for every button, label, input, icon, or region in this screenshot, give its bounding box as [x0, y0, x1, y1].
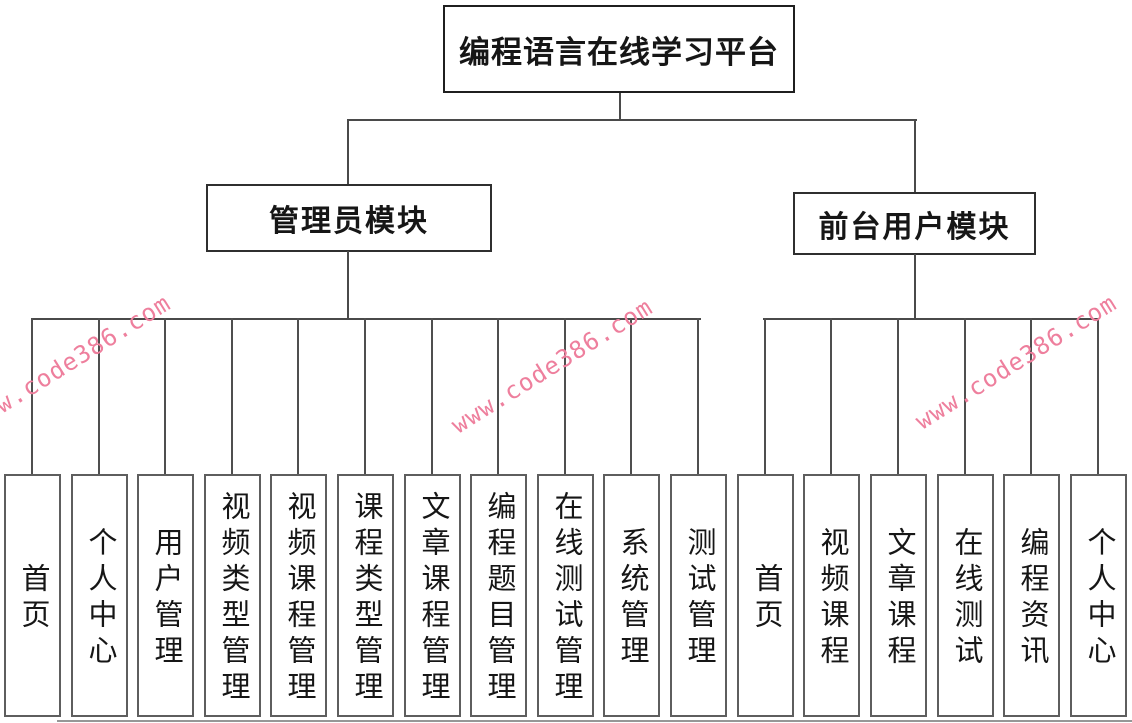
connector-admin-drop	[347, 251, 349, 319]
connector-leaf-drop	[897, 318, 899, 475]
leaf-label: 文章课程管理	[417, 491, 449, 707]
leaf-label: 文章课程	[883, 527, 915, 671]
connector-leaf-drop	[830, 318, 832, 475]
leaf-label: 编程题目管理	[483, 491, 515, 707]
leaf-label: 首页	[17, 563, 49, 635]
connector-leaf-drop	[364, 318, 366, 475]
connector-admin-feed	[347, 119, 349, 185]
admin-module-node: 管理员模块	[206, 184, 492, 252]
leaf-label: 视频课程	[816, 527, 848, 671]
node-user-video-course: 视频课程	[803, 474, 860, 717]
leaf-label: 在线测试管理	[550, 491, 582, 707]
root-node-platform: 编程语言在线学习平台	[443, 5, 795, 93]
leaf-label: 测试管理	[683, 527, 715, 671]
node-admin-test-management: 测试管理	[670, 474, 727, 717]
leaf-label: 个人中心	[84, 527, 116, 671]
connector-leaf-drop	[964, 318, 966, 475]
connector-leaf-drop	[297, 318, 299, 475]
connector-leaf-drop	[697, 318, 699, 475]
watermark-text: www.code386.com	[446, 292, 658, 440]
connector-leaf-drop	[231, 318, 233, 475]
leaf-label: 首页	[750, 563, 782, 635]
connector-leaf-drop	[764, 318, 766, 475]
node-admin-article-course-management: 文章课程管理	[404, 474, 461, 717]
node-user-home: 首页	[737, 474, 794, 717]
connector-leaf-drop	[497, 318, 499, 475]
connector-user-bus	[763, 318, 1099, 320]
user-module-node: 前台用户模块	[793, 192, 1036, 255]
root-node-label: 编程语言在线学习平台	[459, 34, 779, 70]
leaf-label: 在线测试	[950, 527, 982, 671]
node-user-programming-news: 编程资讯	[1003, 474, 1060, 717]
connector-top-horizontal	[347, 119, 917, 121]
node-user-article-course: 文章课程	[870, 474, 927, 717]
leaf-label: 视频类型管理	[217, 491, 249, 707]
connector-leaf-drop	[98, 318, 100, 475]
leaf-label: 编程资讯	[1016, 527, 1048, 671]
leaf-label: 个人中心	[1083, 527, 1115, 671]
connector-root-drop	[619, 93, 621, 121]
user-module-label: 前台用户模块	[818, 210, 1011, 244]
node-user-online-test: 在线测试	[937, 474, 994, 717]
connector-user-drop	[914, 254, 916, 319]
node-admin-personal-center: 个人中心	[71, 474, 128, 717]
leaf-label: 用户管理	[150, 527, 182, 671]
node-admin-system-management: 系统管理	[603, 474, 660, 717]
connector-leaf-drop	[630, 318, 632, 475]
node-user-personal-center: 个人中心	[1070, 474, 1127, 717]
watermark-text: www.code386.com	[910, 288, 1122, 436]
node-admin-video-course-management: 视频课程管理	[270, 474, 327, 717]
connector-leaf-drop	[164, 318, 166, 475]
watermark-text: www.code386.com	[0, 288, 176, 436]
node-admin-home: 首页	[4, 474, 61, 717]
leaf-label: 视频课程管理	[283, 491, 315, 707]
node-admin-course-type-management: 课程类型管理	[337, 474, 394, 717]
node-admin-programming-question-management: 编程题目管理	[470, 474, 527, 717]
node-admin-online-test-management: 在线测试管理	[537, 474, 594, 717]
leaf-label: 课程类型管理	[350, 491, 382, 707]
connector-leaf-drop	[31, 318, 33, 475]
connector-leaf-drop	[431, 318, 433, 475]
node-admin-user-management: 用户管理	[137, 474, 194, 717]
connector-leaf-drop	[1097, 318, 1099, 475]
scan-artifact-line	[57, 720, 1132, 722]
admin-module-label: 管理员模块	[269, 205, 429, 238]
connector-user-feed	[914, 119, 916, 193]
connector-admin-bus	[31, 318, 701, 320]
node-admin-video-type-management: 视频类型管理	[204, 474, 261, 717]
connector-leaf-drop	[1030, 318, 1032, 475]
leaf-label: 系统管理	[616, 527, 648, 671]
connector-leaf-drop	[564, 318, 566, 475]
